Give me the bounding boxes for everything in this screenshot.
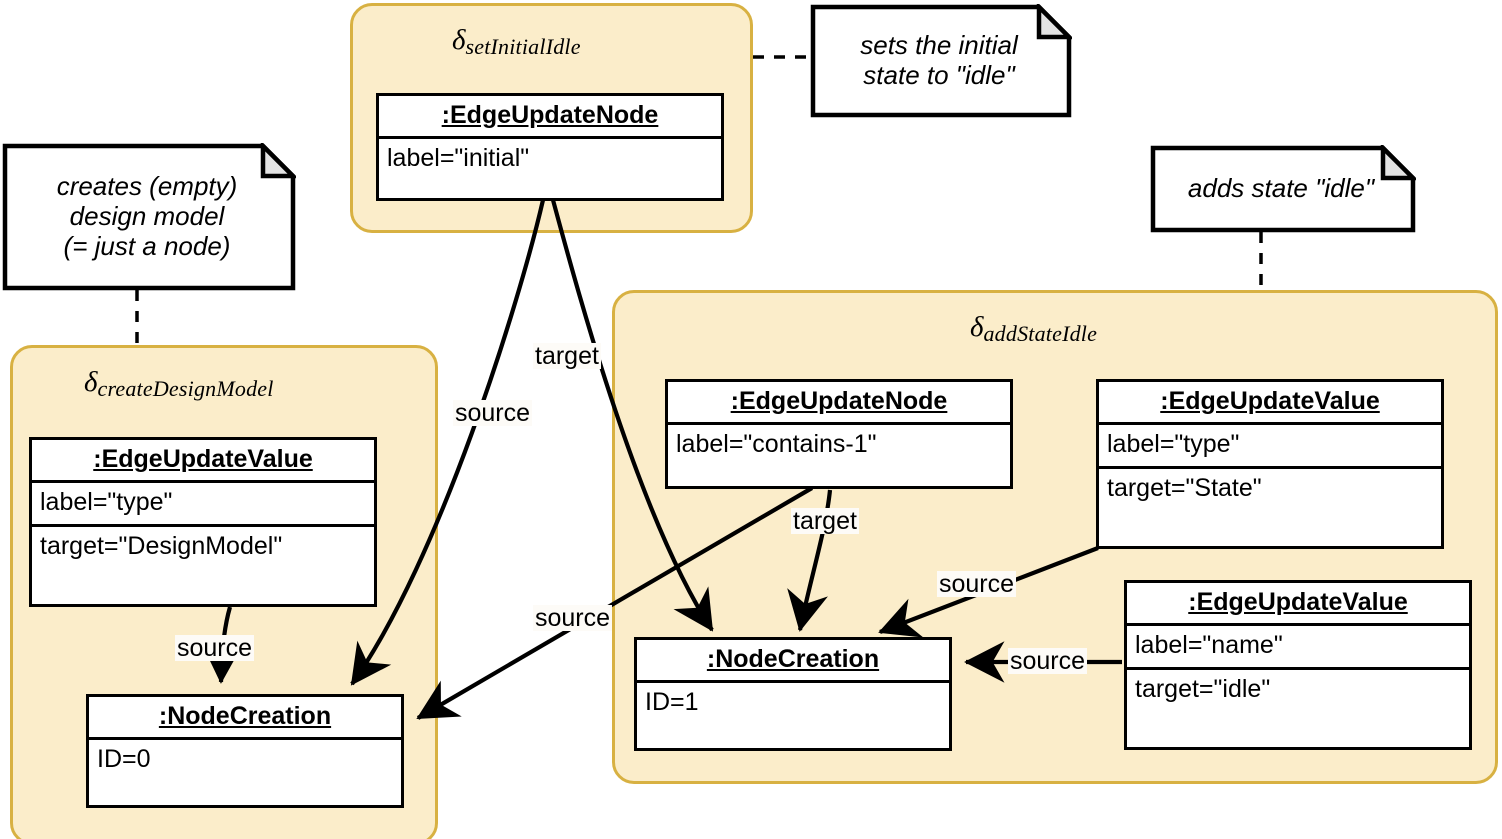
rule-title-addStateIdle: δaddStateIdle	[970, 311, 1097, 347]
note-adds-state-idle: adds state "idle"	[1150, 145, 1416, 233]
object-box-header: :NodeCreation	[89, 697, 401, 740]
object-box-attribute: label="type"	[1099, 425, 1441, 469]
edge-label-source-initial: source	[453, 399, 533, 427]
object-box-attribute: label="name"	[1127, 626, 1469, 670]
rule-subscript: setInitialIdle	[465, 33, 581, 59]
object-box-edgeupdatenode-contains1[interactable]: :EdgeUpdateNode label="contains-1"	[665, 379, 1013, 489]
object-box-attribute: target="State"	[1107, 474, 1262, 502]
object-box-edgeupdatevalue-name-idle[interactable]: :EdgeUpdateValue label="name" target="id…	[1124, 580, 1472, 750]
note-text: creates (empty) design model (= just a n…	[2, 143, 296, 291]
object-box-attribute: label="contains-1"	[676, 430, 877, 458]
object-box-header: :EdgeUpdateValue	[1099, 382, 1441, 425]
note-text: adds state "idle"	[1150, 145, 1416, 233]
note-sets-initial-state: sets the initial state to "idle"	[810, 4, 1072, 118]
object-box-nodecreation-1[interactable]: :NodeCreation ID=1	[634, 637, 952, 751]
object-box-attribute: ID=0	[97, 745, 151, 773]
object-box-attribute: ID=1	[645, 688, 699, 716]
note-line: sets the initial	[860, 29, 1018, 60]
edge-label-source-state: source	[937, 570, 1017, 598]
object-box-attribute: label="initial"	[387, 144, 530, 172]
edge-label-source-designmodel: source	[175, 634, 255, 662]
note-text: sets the initial state to "idle"	[810, 4, 1072, 118]
note-line: adds state "idle"	[1187, 172, 1375, 203]
edge-label-target-contains1: target	[791, 507, 859, 535]
note-line: state to "idle"	[863, 60, 1015, 90]
note-shape	[2, 143, 296, 291]
delta-symbol: δ	[84, 366, 98, 398]
object-box-attribute: target="DesignModel"	[40, 532, 283, 560]
edge-label-target-initial: target	[533, 342, 601, 370]
rule-subscript: addStateIdle	[983, 320, 1098, 346]
note-line: (= just a node)	[63, 231, 231, 262]
edge-label-source-contains1: source	[533, 604, 613, 632]
note-line: design model	[69, 200, 225, 231]
note-shape	[810, 4, 1072, 118]
object-box-header: :EdgeUpdateNode	[668, 382, 1010, 425]
object-box-nodecreation-0[interactable]: :NodeCreation ID=0	[86, 694, 404, 808]
rule-title-createDesignModel: δcreateDesignModel	[84, 366, 274, 402]
object-box-attribute: target="idle"	[1135, 675, 1271, 703]
rule-subscript: createDesignModel	[97, 375, 274, 401]
object-box-header: :EdgeUpdateValue	[32, 440, 374, 483]
object-box-edgeupdatevalue-type-state[interactable]: :EdgeUpdateValue label="type" target="St…	[1096, 379, 1444, 549]
note-creates-design-model: creates (empty) design model (= just a n…	[2, 143, 296, 291]
note-line: creates (empty)	[56, 170, 238, 201]
delta-symbol: δ	[452, 24, 466, 56]
edge-label-source-name: source	[1008, 647, 1088, 675]
object-box-header: :NodeCreation	[637, 640, 949, 683]
rule-title-setInitialIdle: δsetInitialIdle	[452, 24, 581, 60]
object-box-edgeupdatevalue-type-designmodel[interactable]: :EdgeUpdateValue label="type" target="De…	[29, 437, 377, 607]
delta-symbol: δ	[970, 311, 984, 343]
object-box-header: :EdgeUpdateValue	[1127, 583, 1469, 626]
object-box-edgeupdatenode-initial[interactable]: :EdgeUpdateNode label="initial"	[376, 93, 724, 201]
object-box-attribute: label="type"	[32, 483, 374, 527]
note-shape	[1150, 145, 1416, 233]
object-box-header: :EdgeUpdateNode	[379, 96, 721, 139]
